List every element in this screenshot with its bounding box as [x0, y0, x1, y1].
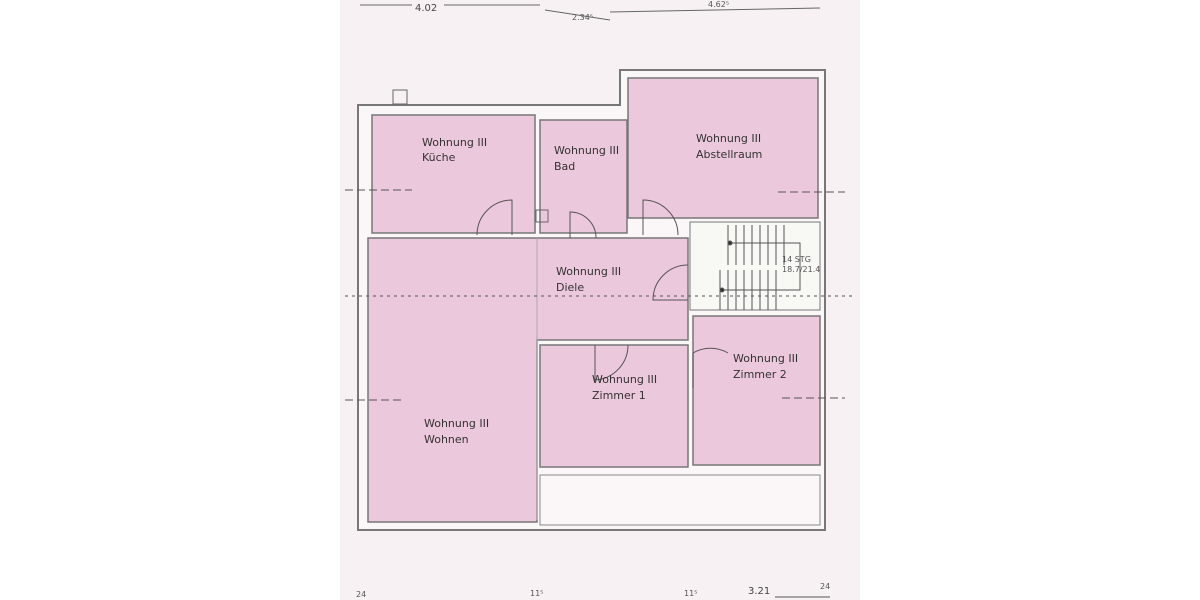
- label-abstell-1: Wohnung III: [696, 132, 761, 145]
- dim-bottom-3: 11⁵: [684, 589, 697, 598]
- room-zimmer1: [539, 344, 689, 468]
- dim-bottom-1: 24: [356, 590, 366, 599]
- stairwell: [689, 221, 821, 311]
- vent: [535, 209, 549, 223]
- label-wohnen-2: Wohnen: [424, 433, 469, 446]
- chimney: [392, 89, 408, 105]
- stair-ratio: 18.7/21.4: [782, 265, 820, 274]
- label-zimmer2-2: Zimmer 2: [733, 368, 787, 381]
- label-kueche-2: Küche: [422, 151, 456, 164]
- dim-bottom-2: 11⁵: [530, 589, 543, 598]
- dim-top-2: 2.34⁵: [572, 13, 593, 22]
- dim-top-3: 4.62⁵: [708, 0, 729, 9]
- room-abstellraum: [627, 77, 819, 219]
- label-diele-1: Wohnung III: [556, 265, 621, 278]
- label-diele-2: Diele: [556, 281, 584, 294]
- label-kueche-1: Wohnung III: [422, 136, 487, 149]
- label-zimmer2-1: Wohnung III: [733, 352, 798, 365]
- label-bad-1: Wohnung III: [554, 144, 619, 157]
- door-swings: [476, 199, 729, 388]
- dim-bottom-5: 24: [820, 582, 830, 591]
- label-abstell-2: Abstellraum: [696, 148, 762, 161]
- stair-steps: 14 STG: [782, 255, 811, 264]
- dim-bottom-4: 3.21: [748, 586, 770, 597]
- label-wohnen-1: Wohnung III: [424, 417, 489, 430]
- label-bad-2: Bad: [554, 160, 575, 173]
- room-bad: [539, 119, 628, 234]
- dim-top-1: 4.02: [415, 3, 437, 14]
- room-zimmer2: [692, 315, 821, 466]
- room-kueche: [371, 114, 536, 234]
- stairs-icon: [719, 225, 801, 310]
- label-zimmer1-2: Zimmer 1: [592, 389, 646, 402]
- label-zimmer1-1: Wohnung III: [592, 373, 657, 386]
